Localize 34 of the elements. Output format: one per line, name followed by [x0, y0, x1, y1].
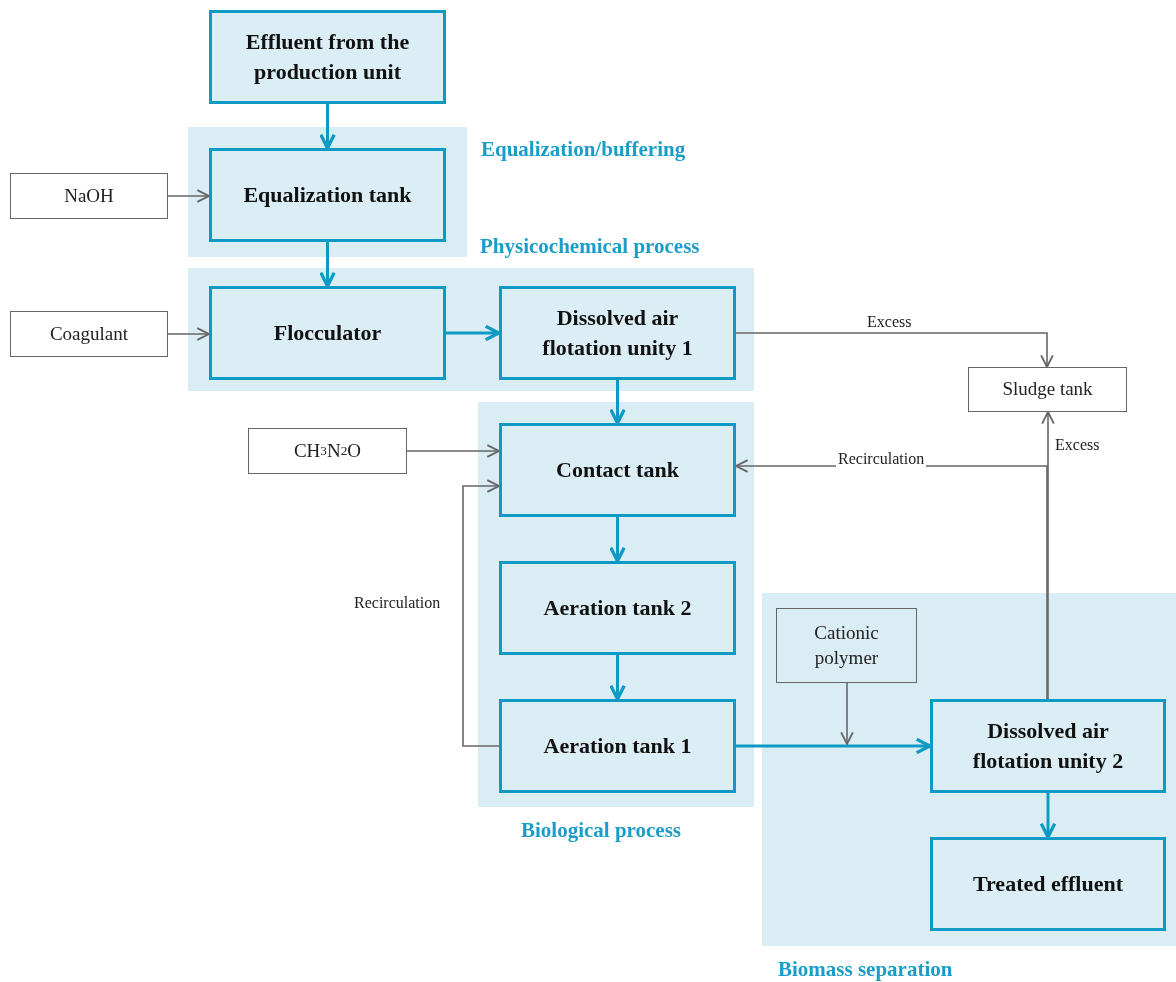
arrow — [319, 104, 336, 150]
arrow — [1039, 793, 1057, 839]
arrow — [462, 479, 500, 747]
arrow — [840, 682, 854, 745]
edge-label: Recirculation — [836, 450, 927, 468]
arrow — [736, 737, 932, 755]
process-box: Effluent from the production unit — [209, 10, 446, 104]
arrow — [735, 332, 1054, 368]
arrow — [735, 459, 1048, 700]
stage-heading: Biological process — [521, 818, 682, 843]
arrow — [609, 655, 626, 701]
arrow — [167, 189, 210, 203]
process-box: Equalization tank — [209, 148, 446, 242]
arrow — [1041, 411, 1055, 700]
arrow — [319, 242, 336, 288]
stage-heading: Physicochemical process — [480, 234, 700, 259]
arrow — [167, 327, 210, 341]
arrow — [609, 380, 626, 425]
input-box: Cationic polymer — [776, 608, 917, 683]
stage-heading: Biomass separation — [778, 957, 953, 982]
process-box: Aeration tank 2 — [499, 561, 736, 655]
input-box: Coagulant — [10, 311, 168, 357]
process-box: Dissolved air flotation unity 2 — [930, 699, 1166, 793]
stage-heading: Equalization/buffering — [481, 137, 686, 162]
process-box: Aeration tank 1 — [499, 699, 736, 793]
input-box: Sludge tank — [968, 367, 1127, 412]
arrow — [446, 324, 501, 342]
arrow — [406, 444, 500, 458]
process-box: Flocculator — [209, 286, 446, 380]
arrow — [609, 517, 626, 563]
input-box: NaOH — [10, 173, 168, 219]
process-box: Dissolved air flotation unity 1 — [499, 286, 736, 380]
process-box: Treated effluent — [930, 837, 1166, 931]
process-box: Contact tank — [499, 423, 736, 517]
